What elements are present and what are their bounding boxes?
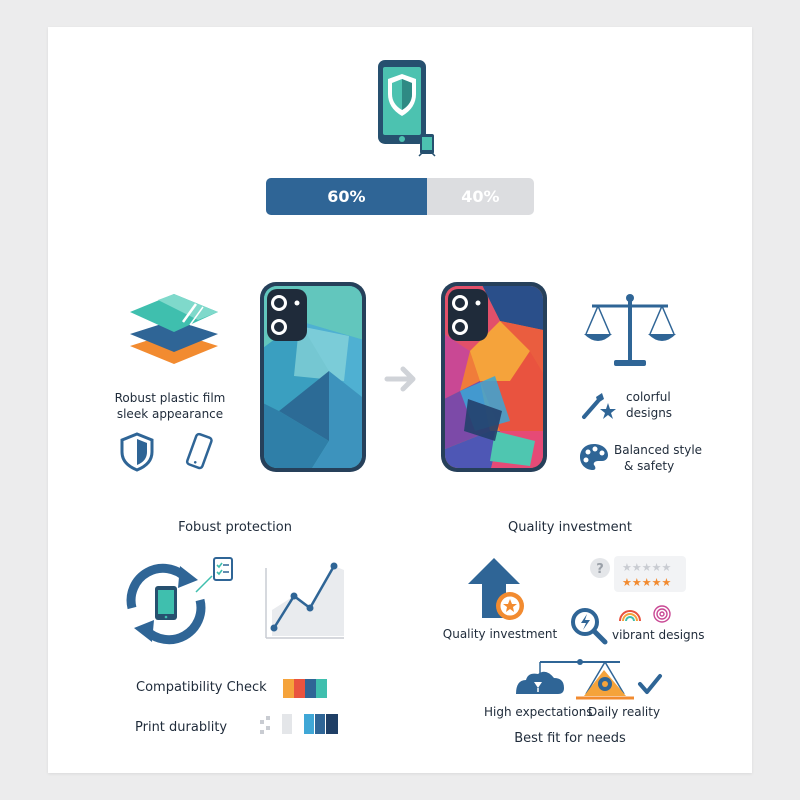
phone-outline-icon [185, 432, 213, 470]
colorful-line1: colorful [626, 390, 671, 404]
daily-reality-label: Daily reality [588, 705, 661, 719]
trend-chart-icon [265, 562, 344, 639]
layers-icon [130, 294, 218, 364]
section-title-protection: Fobust protection [178, 520, 292, 535]
brush-star-icon [582, 393, 616, 419]
balanced-style-text: Balanced style & safety [614, 442, 724, 473]
magnifier-icon [571, 608, 608, 645]
print-swatch-icon [260, 714, 338, 734]
palette-icon [580, 444, 608, 470]
balanced-line1: Balanced style [614, 443, 703, 457]
best-fit-label: Best fit for needs [514, 731, 626, 746]
svg-text:★★★★★: ★★★★★ [622, 576, 671, 589]
balanced-line2: & safety [624, 459, 675, 473]
rainbow-icon [619, 610, 641, 622]
vibrant-designs-label: vibrant designs [612, 628, 705, 642]
feature-film-line2: sleek appearance [116, 407, 224, 421]
shield-icon [120, 432, 154, 472]
checklist-icon [195, 557, 233, 593]
colorful-designs-text: colorful designs [626, 389, 716, 421]
expectation-balance-icon [516, 659, 662, 700]
svg-text:★★★★★: ★★★★★ [622, 561, 671, 574]
color-swatch-icon [283, 679, 327, 698]
balance-scale-icon [584, 294, 676, 366]
colorful-line2: designs [626, 406, 673, 420]
sync-phone-icon [126, 563, 206, 645]
progress-primary-segment: 60% [266, 178, 427, 215]
up-arrow-badge-icon [468, 558, 524, 620]
phone-case-teal [260, 282, 366, 472]
rating-card-icon: ? ★★★★★ ★★★★★ [590, 556, 686, 592]
phone-case-colorful [441, 282, 547, 472]
infographic-card [48, 27, 752, 773]
fingerprint-icon [653, 605, 671, 623]
split-progress-bar: 60% 40% [266, 178, 534, 215]
feature-film-line1: Robust plastic film [114, 391, 226, 405]
progress-secondary-segment: 40% [461, 187, 500, 206]
phone-shield-icon [378, 60, 436, 157]
quality-investment-label: Quality investment [442, 627, 558, 641]
print-durability-label: Print durablity [135, 720, 228, 735]
compatibility-check-label: Compatibility Check [136, 680, 267, 695]
feature-film-text: Robust plastic film sleek appearance [100, 390, 240, 422]
section-title-investment: Quality investment [508, 520, 632, 535]
svg-text:?: ? [596, 562, 604, 577]
high-expectations-label: High expectations [484, 705, 593, 719]
arrow-right-icon [384, 366, 416, 392]
